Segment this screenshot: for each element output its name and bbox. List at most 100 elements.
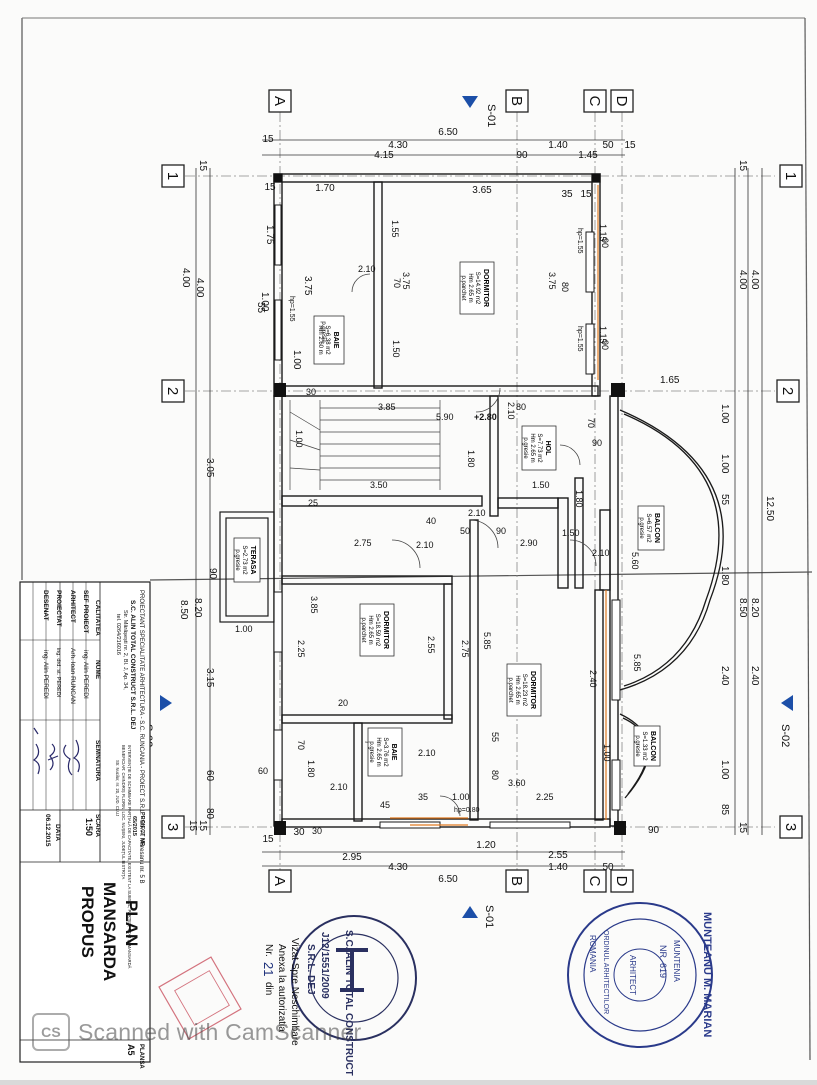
svg-text:ing. Alin PEREDI: ing. Alin PEREDI: [42, 650, 49, 699]
svg-text:1.50: 1.50: [562, 528, 580, 538]
svg-text:35: 35: [561, 189, 573, 200]
svg-text:1.20: 1.20: [476, 840, 496, 851]
svg-text:65/2015: 65/2015: [131, 816, 137, 836]
svg-text:S=1.33 m2: S=1.33 m2: [641, 731, 647, 761]
columns: [274, 174, 626, 835]
svg-text:C: C: [586, 96, 603, 107]
svg-text:SEMNATURA: SEMNATURA: [94, 740, 101, 781]
svg-text:1.15: 1.15: [598, 224, 608, 242]
section-marker-s01-bottom: S-01: [462, 905, 495, 928]
svg-text:45: 45: [380, 800, 390, 810]
room-label-baie-1: BAIE S=6.38 m2 Hm 2.60 m: [313, 315, 345, 365]
svg-text:2.25: 2.25: [296, 640, 306, 658]
svg-text:2.10: 2.10: [358, 264, 376, 274]
axis-label-2-left: 2: [161, 379, 185, 403]
svg-text:Hm 2.65 m: Hm 2.65 m: [514, 675, 520, 704]
visa-stamp: Vizat Spre Neschimbare Anexa la autoriza…: [261, 938, 300, 1046]
svg-text:2.40: 2.40: [719, 666, 730, 686]
svg-text:1.80: 1.80: [719, 566, 730, 586]
svg-text:2.40: 2.40: [749, 666, 760, 686]
svg-text:2.10: 2.10: [416, 540, 434, 550]
svg-text:90: 90: [496, 526, 506, 536]
svg-text:90: 90: [207, 568, 218, 580]
svg-text:hp=0.80: hp=0.80: [454, 807, 480, 814]
svg-text:1.40: 1.40: [548, 862, 568, 873]
svg-text:5.90: 5.90: [436, 412, 454, 422]
svg-text:2.40: 2.40: [588, 670, 598, 688]
dimension-texts-bottom: 2.95 2.55 4.30 1.40 50 6.50 15 1.20 30: [262, 827, 614, 885]
dimension-texts-top: 6.50 4.30 1.40 50 15 4.15 90 1.45 15 1.7…: [262, 127, 636, 200]
svg-text:Hm 2.65 m: Hm 2.65 m: [529, 433, 535, 462]
room-label-dormitor-1: DORMITOR S=14.92 m2 Hm 2.65 m p.parchet: [459, 261, 495, 315]
svg-text:D: D: [613, 876, 630, 887]
svg-text:1.45: 1.45: [578, 150, 598, 161]
svg-text:hp=1.55: hp=1.55: [576, 228, 583, 254]
svg-text:50: 50: [602, 862, 614, 873]
svg-text:p.gresie: p.gresie: [638, 517, 644, 539]
svg-text:3.75: 3.75: [401, 272, 411, 290]
balcony-curves: [619, 409, 724, 799]
axis-label-3-left: 3: [161, 815, 185, 839]
svg-text:BALCON: BALCON: [649, 731, 656, 761]
svg-text:80: 80: [560, 282, 570, 292]
svg-text:S=3.76 m2: S=3.76 m2: [382, 737, 388, 767]
svg-text:p.gresie: p.gresie: [368, 741, 374, 763]
room-label-hol: HOL S=7.73 m2 Hm 2.65 m p.gresie: [521, 425, 557, 471]
svg-text:p.parchet: p.parchet: [460, 275, 466, 300]
svg-text:2.75: 2.75: [460, 640, 470, 658]
svg-text:30: 30: [306, 387, 316, 397]
signatures: [32, 727, 80, 776]
axis-label-B-bottom: B: [505, 869, 529, 893]
room-label-terasa: TERASA S=2.73 m2 p.gresie: [233, 537, 261, 583]
svg-text:Hm 2.60 m: Hm 2.60 m: [317, 325, 323, 354]
svg-text:S=6.38 m2: S=6.38 m2: [324, 325, 330, 355]
svg-text:HOL: HOL: [544, 441, 551, 457]
svg-text:PROIECTANT SPECIALITATE ARHITE: PROIECTANT SPECIALITATE ARHITECTURA - S.…: [138, 590, 144, 884]
svg-text:1.00: 1.00: [602, 744, 612, 762]
svg-text:4.15: 4.15: [374, 150, 394, 161]
svg-text:1.00: 1.00: [452, 792, 470, 802]
svg-text:2.95: 2.95: [342, 852, 362, 863]
svg-text:din: din: [263, 982, 274, 995]
room-label-dormitor-2: DORMITOR S=18.59 m2 Hm 2.65 m p.parchet: [359, 603, 395, 657]
svg-text:Nr.: Nr.: [263, 944, 274, 957]
svg-text:MUNTENIA: MUNTENIA: [672, 940, 681, 982]
svg-text:PLAN: PLAN: [122, 900, 141, 946]
svg-text:S.C. ALIN TOTAL CONSTRUCT S.R.: S.C. ALIN TOTAL CONSTRUCT S.R.L. DEJ: [129, 600, 136, 730]
svg-text:+2.80: +2.80: [474, 412, 497, 422]
svg-text:20: 20: [338, 698, 348, 708]
svg-text:40: 40: [426, 516, 436, 526]
svg-text:30: 30: [312, 826, 322, 836]
svg-text:2.10: 2.10: [468, 508, 486, 518]
svg-text:55: 55: [255, 302, 266, 314]
svg-text:B: B: [508, 876, 525, 886]
svg-text:60: 60: [204, 770, 215, 782]
svg-text:90: 90: [648, 825, 660, 836]
svg-text:15: 15: [624, 140, 636, 151]
axis-label-D-top: D: [610, 89, 634, 113]
svg-text:PLANSA: PLANSA: [138, 1044, 144, 1069]
svg-text:35: 35: [418, 792, 428, 802]
svg-text:2.55: 2.55: [426, 636, 436, 654]
svg-text:S=7.73 m2: S=7.73 m2: [536, 433, 542, 463]
svg-text:A: A: [271, 876, 288, 886]
svg-text:Anexa la autorizatia: Anexa la autorizatia: [276, 944, 287, 1032]
section-marker-s02-right: S-02: [779, 695, 793, 747]
svg-text:PROPUS: PROPUS: [78, 886, 97, 958]
svg-text:15: 15: [737, 160, 748, 172]
svg-text:25: 25: [308, 498, 318, 508]
svg-text:70: 70: [392, 278, 402, 288]
svg-text:3.65: 3.65: [472, 185, 492, 196]
svg-text:80: 80: [490, 770, 500, 780]
svg-text:C: C: [586, 876, 603, 887]
title-block: PROIECTANT SPECIALITATE ARHITECTURA - S.…: [19, 581, 151, 1069]
svg-text:3.85: 3.85: [378, 402, 396, 412]
axis-label-3-right: 3: [779, 815, 803, 839]
insulation-marks: [390, 185, 607, 826]
axis-label-1-right: 1: [779, 164, 803, 188]
terrace-outline: [219, 511, 275, 623]
svg-text:2.10: 2.10: [592, 548, 610, 558]
red-stamp: [158, 956, 242, 1040]
svg-text:80: 80: [516, 402, 526, 412]
